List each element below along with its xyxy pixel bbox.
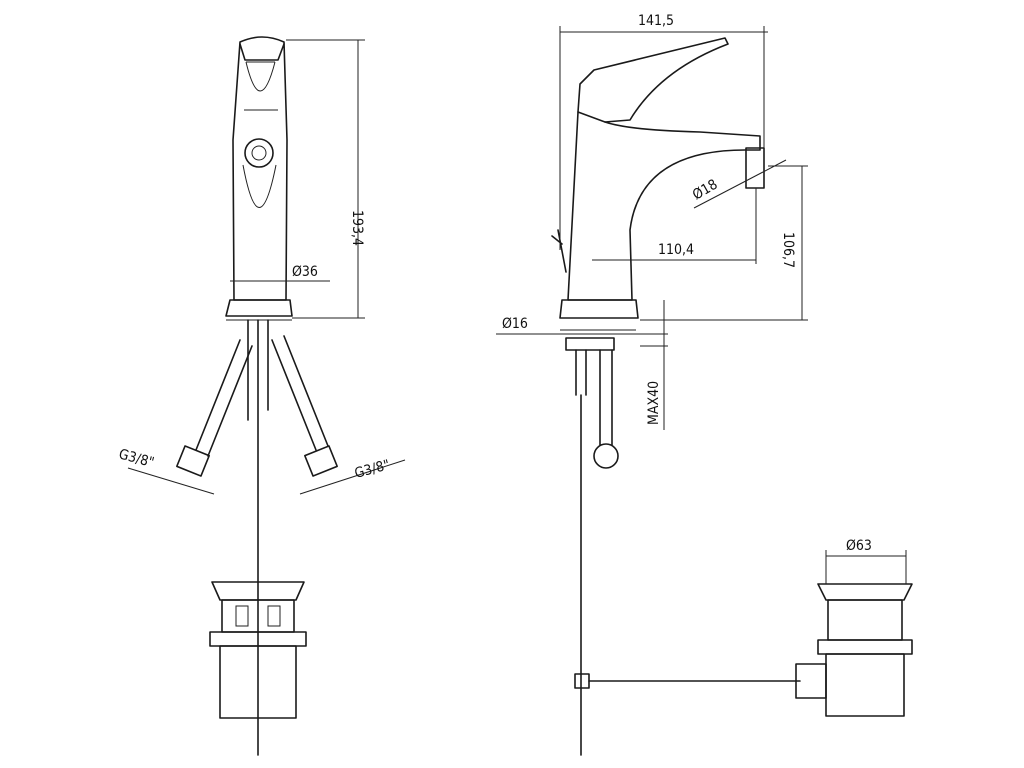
side-link-clip [574, 673, 590, 689]
side-waste-flange [817, 583, 913, 601]
spout-height-label: 106,7 [780, 232, 796, 268]
front-waste-body [219, 645, 297, 719]
front-diameter-label: Ø36 [292, 264, 318, 280]
side-base [559, 299, 639, 319]
hose-label-right: G3/8" [353, 457, 392, 482]
front-waste-slot-2 [267, 605, 281, 627]
side-aerator [745, 147, 765, 189]
side-nut [565, 337, 615, 351]
front-lever-detail [244, 61, 278, 111]
front-hose-right [271, 335, 329, 451]
front-base [225, 299, 293, 317]
front-hose-nut-left [176, 445, 210, 477]
overall-length-label: 141,5 [638, 13, 674, 29]
front-hose-nut-right [304, 445, 338, 477]
front-waste-slot-1 [235, 605, 249, 627]
side-waste-nut [817, 639, 913, 655]
front-height-label: 193,4 [349, 210, 365, 246]
front-waste-flange [211, 581, 305, 601]
side-hose-nut [593, 443, 619, 469]
shank-diameter-label: Ø16 [502, 316, 528, 332]
aerator-diameter-label: Ø18 [690, 177, 720, 204]
front-spout-curve [242, 164, 277, 208]
front-faucet-body [232, 36, 288, 301]
side-faucet-body [567, 111, 761, 301]
side-waste-port [795, 663, 827, 699]
front-lever [239, 43, 285, 61]
reach-label: 110,4 [658, 242, 694, 258]
max-deck-label: MAX40 [646, 381, 662, 425]
side-lift-rod [551, 229, 567, 273]
hose-label-left: G3/8" [117, 446, 156, 471]
front-hose-left [195, 339, 253, 457]
front-hose-dim-left [127, 467, 215, 495]
side-lever [577, 37, 729, 123]
waste-diameter-label: Ø63 [846, 538, 872, 554]
front-outlet-inner [251, 145, 267, 161]
front-outlet [244, 138, 274, 168]
side-waste-cage [827, 599, 903, 641]
front-view: Ø36 193,4 G3/8" G3/8" [117, 36, 406, 756]
side-waste-body [825, 653, 905, 717]
front-hose-dim-right [299, 459, 406, 495]
side-aerator-dim-line [693, 159, 787, 209]
side-view: 141,5 Ø18 110,4 106,7 Ø16 MAX40 [496, 13, 913, 756]
side-hose [599, 349, 613, 446]
